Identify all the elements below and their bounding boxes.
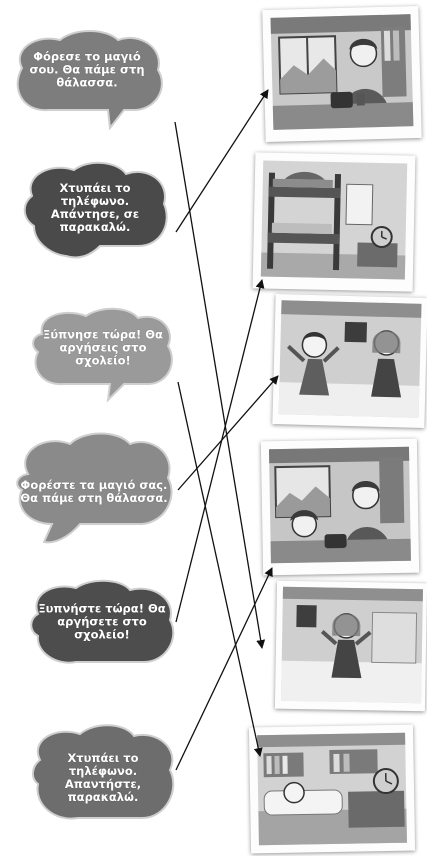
cloud-bubble-shape [32,724,175,820]
speech-bubble-2[interactable]: Χτυπάει το τηλέφωνο. Απάντησε, σε παρακα… [20,160,170,262]
cloud-bubble-shape [30,579,175,664]
speech-bubble-4[interactable]: Φορέστε τα μαγιό σας. Θα πάμε στη θάλασσ… [10,430,178,548]
scene-child-asleep-illustration [257,732,407,846]
bubble-text-3: Ξύπνησε τώρα! Θα αργήσεις στο σχολείο! [43,327,163,368]
arrow-bubble-1-to-picture-5 [174,121,266,649]
picture-3[interactable] [272,294,427,428]
arrow-bubble-5-to-picture-2 [175,279,265,623]
scene-girl-swimwear-illustration [281,586,424,704]
speech-bubble-6[interactable]: Χτυπάει το τηλέφωνο. Απαντήστε, παρακαλώ… [28,722,178,838]
bubble-text-4: Φορέστε τα μαγιό σας. Θα πάμε στη θάλασσ… [20,478,168,505]
picture-5[interactable] [274,580,427,712]
bubble-text-5: Ξυπνήστε τώρα! Θα αργήσετε στο σχολείο! [38,601,166,642]
bubble-text-2: Χτυπάει το τηλέφωνο. Απάντησε, σε παρακα… [50,181,140,234]
bubble-text-6: Χτυπάει το τηλέφωνο. Απαντήστε, παρακαλώ… [64,751,142,804]
cloud-bubble-shape [16,432,173,544]
cloud-bubble-shape [32,307,173,403]
speech-bubble-3[interactable]: Ξύπνησε τώρα! Θα αργήσεις στο σχολείο! [28,306,178,403]
scene-boy-on-phone-illustration [270,14,414,130]
picture-1[interactable] [262,5,422,143]
picture-6[interactable] [248,724,416,854]
picture-4[interactable] [260,438,420,576]
scene-children-swimwear-illustration [278,300,422,418]
scene-bunk-bed-illustration [260,160,408,280]
bubble-text-1: Φόρεσε το μαγιό σου. Θα πάμε στη θάλασσα… [29,49,145,90]
picture-2[interactable] [252,152,416,292]
speech-bubble-5[interactable]: Ξυπνήστε τώρα! Θα αργήσετε στο σχολείο! [26,579,178,676]
cloud-bubble-shape [16,30,163,131]
speech-bubble-1[interactable]: Φόρεσε το μαγιό σου. Θα πάμε στη θάλασσα… [8,28,166,131]
scene-children-phone-illustration [268,446,411,564]
cloud-bubble-shape [23,161,168,259]
arrow-bubble-3-to-picture-6 [177,381,263,757]
